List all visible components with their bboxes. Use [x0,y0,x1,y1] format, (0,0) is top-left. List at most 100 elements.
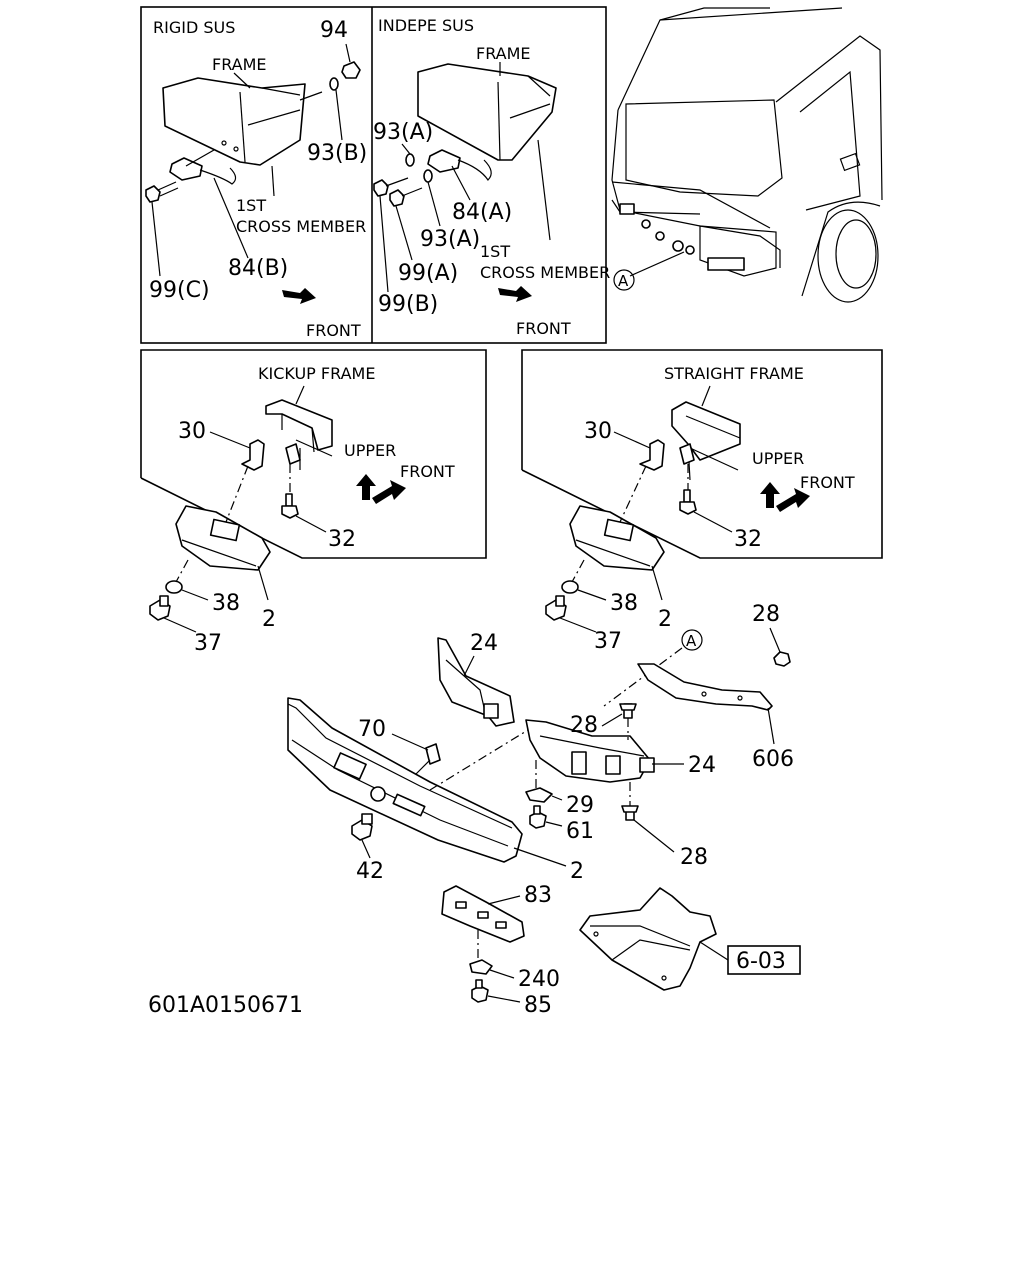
rigid-cross-member-label: CROSS MEMBER [236,217,366,236]
straight-washer-38-drawing [561,580,579,594]
rigid-part-93b: 93(B) [307,141,367,166]
suspension-panels-border [140,6,607,344]
indepe-sus-title: INDEPE SUS [378,16,474,35]
main-part-28-bottom: 28 [680,845,708,870]
main-part-28-mid: 28 [570,713,598,738]
indepe-part-99a: 99(A) [398,261,458,286]
kickup-part-38: 38 [212,591,240,616]
bolt-99c-drawing [145,181,179,203]
main-ref-a: A [686,632,697,650]
straight-panel-border [521,349,883,559]
indepe-part-93a-2: 93(A) [420,227,480,252]
kickup-part-37: 37 [194,631,222,656]
straight-bolt-37-drawing [545,595,567,621]
bracket-24-mid-drawing [525,719,655,783]
truck-cab-drawing [611,7,883,303]
kickup-part-30: 30 [178,419,206,444]
straight-frame-panel: STRAIGHT FRAME 30 UPPER FRONT 32 [521,349,883,559]
bolt-28-bottom-drawing [621,805,639,821]
rigid-sus-title: RIGID SUS [153,18,235,37]
main-part-83: 83 [524,883,552,908]
nut-29-drawing [525,787,553,803]
straight-part-37: 37 [594,629,622,654]
washer-93a-2-drawing [423,169,433,183]
bolt-28-mid-drawing [619,703,637,719]
skid-plate-drawing [579,887,717,991]
kickup-direction-arrows [356,474,406,504]
kickup-panel-border [140,349,487,559]
main-part-29: 29 [566,793,594,818]
bolt-85-drawing [471,979,489,1003]
indepe-cross-member-label: CROSS MEMBER [480,263,610,282]
main-part-42: 42 [356,859,384,884]
clip-70-drawing [415,743,441,775]
straight-front-label: FRONT [800,473,855,492]
rigid-part-94: 94 [320,18,348,43]
straight-bolt-32-drawing [679,489,697,515]
bumper-2-drawing [287,697,523,863]
stay-606-drawing [637,663,773,711]
nut-94-drawing [341,61,361,79]
kickup-title: KICKUP FRAME [258,364,375,383]
suspension-panels [140,6,607,344]
nut-240-drawing [469,959,493,975]
hook-84b-drawing [169,149,237,185]
straight-bracket-2-drawing [569,505,665,571]
bracket-83-drawing [441,885,525,943]
kickup-bolt-37-drawing [149,595,171,621]
indepe-1st-label: 1ST [480,242,510,261]
indepe-sus-panel: INDEPE SUS FRAME 93(A) 84(A) 93(A) 99(A) [373,16,610,338]
indepe-part-99b: 99(B) [378,292,438,317]
main-ref-box-label: 6-03 [736,949,786,974]
straight-part-38: 38 [610,591,638,616]
washer-93a-1-drawing [405,153,415,167]
main-part-85: 85 [524,993,552,1018]
indepe-frame-drawing [417,63,557,161]
kickup-washer-38-drawing [165,580,183,594]
main-part-2: 2 [570,859,584,884]
kickup-part-2: 2 [262,607,276,632]
bracket-24-top-drawing [437,637,515,727]
rigid-front-arrow [282,288,316,304]
washer-93b-drawing [329,77,339,91]
hook-84a-drawing [427,149,492,181]
straight-part-32: 32 [734,527,762,552]
kickup-bracket-30-drawing [241,439,301,471]
indepe-front-label: FRONT [516,319,571,338]
straight-direction-arrows [760,482,810,512]
main-part-240: 240 [518,967,560,992]
straight-part-2: 2 [658,607,672,632]
rigid-frame-label: FRAME [212,55,267,74]
bolt-61-drawing [529,805,547,829]
truck-ref-a: A [618,272,629,290]
main-ref-a-circle [681,629,703,651]
bolt-42-drawing [351,813,373,841]
kickup-upper-label: UPPER [344,441,396,460]
indepe-front-arrow [498,286,532,302]
main-part-61: 61 [566,819,594,844]
straight-part-30: 30 [584,419,612,444]
straight-upper-label: UPPER [752,449,804,468]
rigid-frame-drawing [162,77,323,166]
ref-box-6-03 [727,945,801,975]
straight-frame-drawing [671,401,741,481]
rigid-part-99c: 99(C) [149,278,210,303]
rigid-front-label: FRONT [306,321,361,340]
kickup-front-label: FRONT [400,462,455,481]
rigid-1st-label: 1ST [236,196,266,215]
kickup-part-32: 32 [328,527,356,552]
truck-ref-a-circle [613,269,635,291]
rigid-sus-panel: RIGID SUS FRAME 94 93(B) 1ST CROS [145,18,367,340]
indepe-part-84a: 84(A) [452,200,512,225]
main-part-24-top: 24 [470,631,498,656]
indepe-frame-label: FRAME [476,44,531,63]
indepe-part-93a-1: 93(A) [373,120,433,145]
bolts-99ab-drawing [373,177,423,207]
diagram-id: 601A0150671 [148,993,303,1018]
main-part-70: 70 [358,717,386,742]
straight-title: STRAIGHT FRAME [664,364,804,383]
bolt-28-top-drawing [773,651,791,667]
main-part-28-top: 28 [752,602,780,627]
main-part-606: 606 [752,747,794,772]
